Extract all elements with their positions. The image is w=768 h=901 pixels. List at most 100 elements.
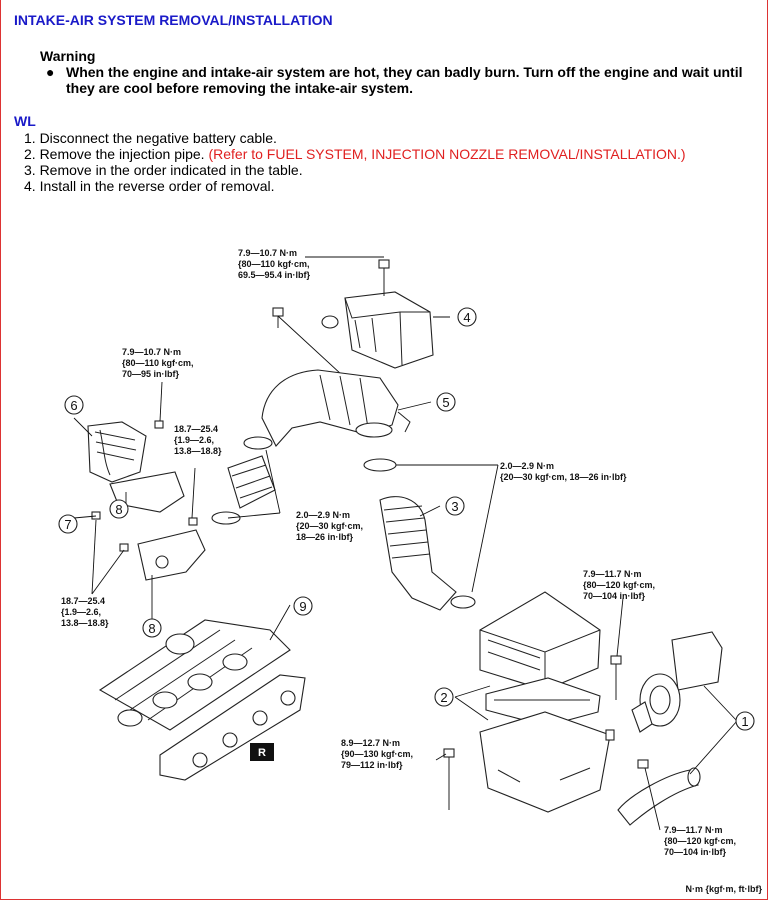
air-cleaner-case-part bbox=[479, 711, 615, 813]
warning-bullet: ● bbox=[46, 64, 55, 80]
step-text: 4. Install in the reverse order of remov… bbox=[24, 178, 275, 194]
air-flow-meter-part bbox=[631, 631, 723, 733]
torque-line: {20—30 kgf·cm, bbox=[296, 521, 363, 531]
hose-clamp-icon bbox=[243, 436, 273, 450]
torque-label-hose-mid: 2.0—2.9 N·m {20—30 kgf·cm, 18—26 in·lbf} bbox=[296, 510, 363, 542]
torque-label-clamp-left-upper: 18.7—25.4 {1.9—2.6, 13.8—18.8} bbox=[174, 424, 222, 456]
callout-4: 4 bbox=[457, 307, 477, 327]
fuel-system-reference-link[interactable]: (Refer to FUEL SYSTEM, INJECTION NOZZLE … bbox=[208, 146, 686, 162]
callout-1: 1 bbox=[735, 711, 755, 731]
torque-line: 18.7—25.4 bbox=[174, 424, 218, 434]
torque-line: {20—30 kgf·cm, 18—26 in·lbf} bbox=[500, 472, 627, 482]
callout-number: 1 bbox=[741, 714, 748, 729]
callout-number: 9 bbox=[299, 599, 306, 614]
outlet-duct-part bbox=[617, 767, 701, 826]
torque-line: 2.0—2.9 N·m bbox=[500, 461, 554, 471]
torque-line: 7.9—10.7 N·m bbox=[122, 347, 181, 357]
bolt-icon bbox=[610, 655, 622, 700]
callout-number: 6 bbox=[70, 398, 77, 413]
nut-icon bbox=[188, 517, 198, 526]
vacuum-bracket-part bbox=[87, 421, 147, 483]
torque-line: 18.7—25.4 bbox=[61, 596, 105, 606]
torque-label-top: 7.9—10.7 N·m {80—110 kgf·cm, 69.5—95.4 i… bbox=[238, 248, 311, 280]
nut-icon bbox=[119, 543, 129, 552]
rubber-hose-part bbox=[227, 455, 276, 509]
nut-icon bbox=[91, 511, 101, 520]
air-cleaner-cover-part bbox=[479, 591, 601, 691]
callout-number: 5 bbox=[442, 395, 449, 410]
air-hose-part bbox=[379, 496, 457, 611]
step-text: 1. Disconnect the negative battery cable… bbox=[24, 130, 277, 146]
torque-line: 2.0—2.9 N·m bbox=[296, 510, 350, 520]
hose-clamp-icon bbox=[363, 458, 397, 472]
intake-manifold-part bbox=[98, 619, 291, 731]
bolt-icon bbox=[378, 259, 390, 296]
torque-line: 79—112 in·lbf} bbox=[341, 760, 403, 770]
callout-number: 8 bbox=[148, 621, 155, 636]
torque-label-left-lower: 18.7—25.4 {1.9—2.6, 13.8—18.8} bbox=[61, 596, 109, 628]
torque-line: {1.9—2.6, bbox=[61, 607, 101, 617]
heat-insulator-part bbox=[109, 471, 206, 581]
torque-line: 13.8—18.8} bbox=[61, 618, 109, 628]
torque-line: 8.9—12.7 N·m bbox=[341, 738, 400, 748]
torque-line: 7.9—11.7 N·m bbox=[664, 825, 723, 835]
callout-8: 8 bbox=[142, 618, 162, 638]
torque-line: {90—130 kgf·cm, bbox=[341, 749, 413, 759]
air-filter-element-part bbox=[485, 677, 601, 727]
torque-label-left-upper: 7.9—10.7 N·m {80—110 kgf·cm, 70—95 in·lb… bbox=[122, 347, 194, 379]
hose-clamp-icon bbox=[450, 595, 476, 609]
torque-line: 7.9—10.7 N·m bbox=[238, 248, 297, 258]
bolt-icon bbox=[272, 307, 284, 328]
badge-letter: R bbox=[258, 747, 266, 759]
callout-number: 4 bbox=[463, 310, 470, 325]
torque-line: {80—110 kgf·cm, bbox=[122, 358, 194, 368]
torque-line: {80—110 kgf·cm, bbox=[238, 259, 310, 269]
step-item: 4. Install in the reverse order of remov… bbox=[24, 178, 686, 194]
procedure-steps: 1. Disconnect the negative battery cable… bbox=[24, 130, 686, 194]
resonator-chamber-part bbox=[321, 291, 434, 369]
exploded-view-diagram: 4 5 3 6 7 8 8 9 2 1 7.9—10.7 N·m {80—110… bbox=[58, 248, 763, 894]
hose-clamp-icon bbox=[211, 511, 241, 525]
callout-7: 7 bbox=[58, 514, 78, 534]
torque-label-cleaner-top: 7.9—11.7 N·m {80—120 kgf·cm, 70—104 in·l… bbox=[583, 569, 655, 601]
units-legend: N·m {kgf·m, ft·lbf} bbox=[686, 884, 763, 894]
replace-part-badge: R bbox=[250, 743, 274, 761]
callout-6: 6 bbox=[64, 395, 84, 415]
torque-line: {1.9—2.6, bbox=[174, 435, 214, 445]
step-item: 1. Disconnect the negative battery cable… bbox=[24, 130, 686, 146]
step-item: 3. Remove in the order indicated in the … bbox=[24, 162, 686, 178]
torque-line: {80—120 kgf·cm, bbox=[583, 580, 655, 590]
leader-lines bbox=[73, 316, 738, 831]
callout-3: 3 bbox=[445, 496, 465, 516]
torque-line: 70—104 in·lbf} bbox=[583, 591, 646, 601]
torque-label-duct-bottom: 7.9—11.7 N·m {80—120 kgf·cm, 70—104 in·l… bbox=[664, 825, 736, 857]
callout-2: 2 bbox=[434, 687, 454, 707]
intake-duct-part bbox=[261, 369, 411, 447]
torque-line: 69.5—95.4 in·lbf} bbox=[238, 270, 311, 280]
callout-number: 7 bbox=[64, 517, 71, 532]
step-text: 3. Remove in the order indicated in the … bbox=[24, 162, 303, 178]
warning-heading: Warning bbox=[40, 48, 96, 64]
torque-line: {80—120 kgf·cm, bbox=[664, 836, 736, 846]
torque-label-hose-right: 2.0—2.9 N·m {20—30 kgf·cm, 18—26 in·lbf} bbox=[500, 461, 627, 482]
torque-line: 70—104 in·lbf} bbox=[664, 847, 727, 857]
warning-text: When the engine and intake-air system ar… bbox=[66, 64, 743, 96]
bolt-icon bbox=[637, 759, 649, 769]
callout-9: 9 bbox=[293, 596, 313, 616]
torque-line: 70—95 in·lbf} bbox=[122, 369, 180, 379]
bolt-icon bbox=[154, 420, 164, 429]
torque-line: 13.8—18.8} bbox=[174, 446, 222, 456]
bolt-icon bbox=[443, 748, 455, 810]
page-title: INTAKE-AIR SYSTEM REMOVAL/INSTALLATION bbox=[14, 12, 333, 28]
manifold-gasket-part bbox=[159, 674, 306, 781]
step-text: 2. Remove the injection pipe. bbox=[24, 146, 209, 162]
callout-8: 8 bbox=[109, 499, 129, 519]
callout-number: 8 bbox=[115, 502, 122, 517]
callout-number: 2 bbox=[440, 690, 447, 705]
torque-line: 18—26 in·lbf} bbox=[296, 532, 354, 542]
torque-label-cleaner-bottom: 8.9—12.7 N·m {90—130 kgf·cm, 79—112 in·l… bbox=[341, 738, 413, 770]
callout-5: 5 bbox=[436, 392, 456, 412]
step-item: 2. Remove the injection pipe. (Refer to … bbox=[24, 146, 686, 162]
torque-line: 7.9—11.7 N·m bbox=[583, 569, 642, 579]
section-heading: WL bbox=[14, 113, 36, 129]
